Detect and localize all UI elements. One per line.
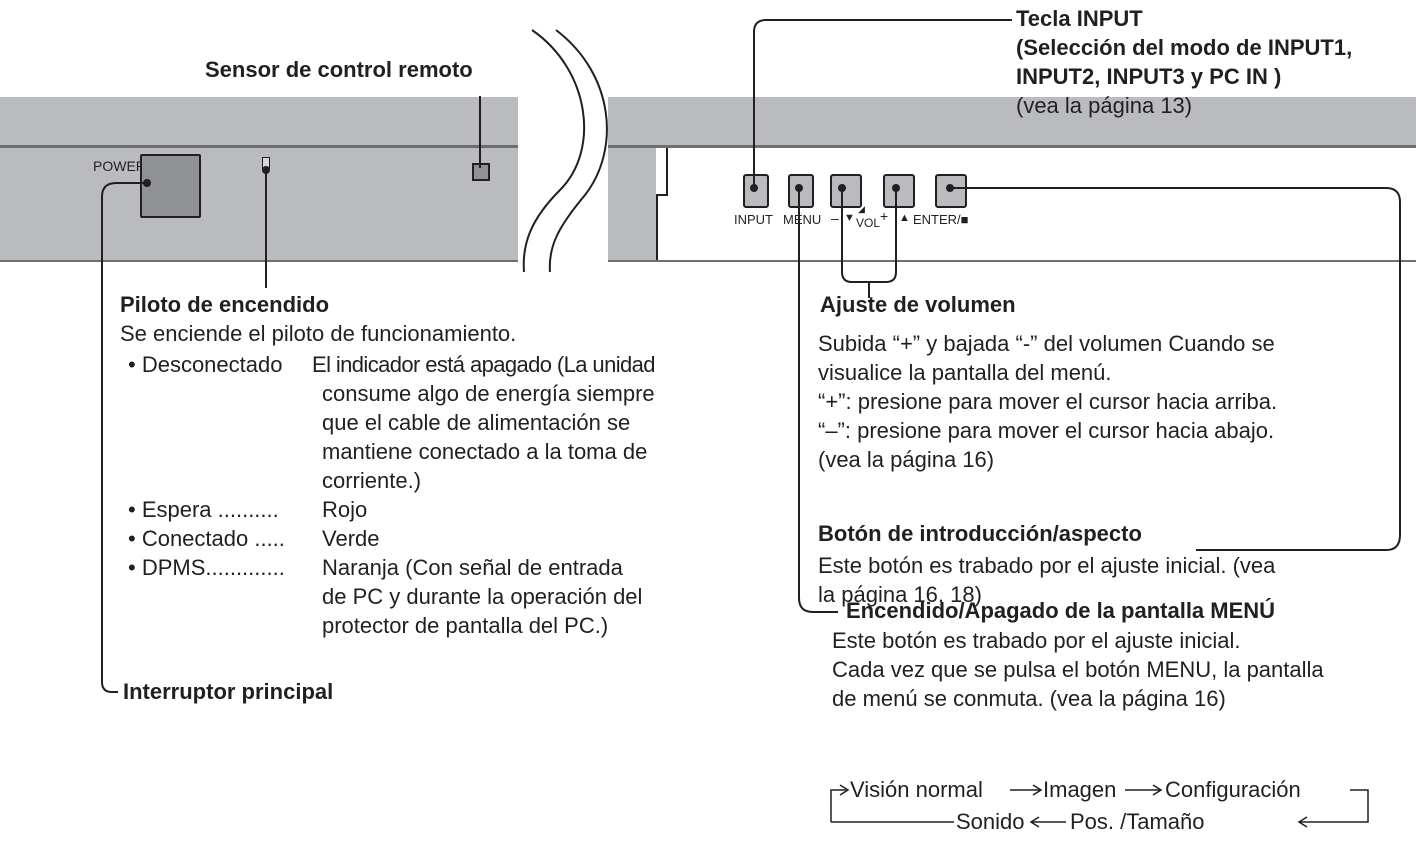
- menu-screen-line-1: Este botón es trabado por el ajuste inic…: [832, 628, 1241, 653]
- volume-line-4: “–”: presione para mover el cursor hacia…: [818, 418, 1275, 443]
- volume-down-arrow-icon: ▼: [844, 212, 855, 224]
- volume-down-button[interactable]: [830, 174, 862, 208]
- input-key-ref: (vea la página 13): [1016, 93, 1193, 118]
- menu-screen-line-3: de menú se conmuta. (vea la página 16): [832, 686, 1226, 711]
- volume-label: VOL: [856, 216, 881, 230]
- input-key-subtitle-2: INPUT2, INPUT3 y PC IN ): [1016, 64, 1282, 89]
- panel-top-strip: [0, 97, 1416, 145]
- status-key-off: • Desconectado: [128, 352, 283, 377]
- status-value-off-2: consume algo de energía siempre: [322, 381, 655, 406]
- menu-cycle-sound: Sonido: [956, 809, 1025, 834]
- status-key-on: • Conectado .....: [128, 526, 285, 551]
- control-bay: [656, 148, 1416, 260]
- volume-title: Ajuste de volumen: [820, 292, 1016, 317]
- enter-aspect-title: Botón de introducción/aspecto: [818, 521, 1142, 546]
- status-key-dpms: • DPMS.............: [128, 555, 285, 580]
- power-indicator-intro: Se enciende el piloto de funcionamiento.: [120, 321, 517, 346]
- cable-right-curve: [548, 29, 608, 273]
- remote-sensor-callout: Sensor de control remoto: [205, 57, 473, 82]
- status-value-dpms-1: Naranja (Con señal de entrada: [322, 555, 623, 580]
- volume-ramp-icon: ◢: [858, 204, 865, 214]
- power-label: POWER: [93, 158, 146, 174]
- menu-button-label: MENU: [783, 212, 822, 227]
- volume-up-button[interactable]: [883, 174, 915, 208]
- menu-screen-line-2: Cada vez que se pulsa el botón MENU, la …: [832, 657, 1324, 682]
- status-value-on: Verde: [322, 526, 380, 551]
- status-value-off-5: corriente.): [322, 468, 422, 493]
- status-value-dpms-3: protector de pantalla del PC.): [322, 613, 609, 638]
- menu-cycle-pos-size: Pos. /Tamaño: [1070, 809, 1205, 834]
- status-key-standby: • Espera ..........: [128, 497, 279, 522]
- panel-divider: [0, 145, 1416, 148]
- menu-screen-title: Encendido/Apagado de la pantalla MENÚ: [846, 598, 1276, 623]
- status-value-off-1: El indicador está apagado (La unidad: [312, 352, 656, 377]
- volume-line-1: Subida “+” y bajada “-” del volumen Cuan…: [818, 331, 1275, 356]
- main-switch-title: Interruptor principal: [123, 679, 334, 704]
- menu-cycle-setup: Configuración: [1165, 777, 1301, 802]
- status-value-off-4: mantiene conectado a la toma de: [322, 439, 648, 464]
- cable-gap: [518, 30, 608, 275]
- status-value-off-3: que el cable de alimentación se: [322, 410, 631, 435]
- status-value-standby: Rojo: [322, 497, 368, 522]
- input-button-label: INPUT: [734, 212, 773, 227]
- volume-line-3: “+”: presione para mover el cursor hacia…: [818, 389, 1278, 414]
- menu-cycle-image: Imagen: [1043, 777, 1117, 802]
- input-key-subtitle-1: (Selección del modo de INPUT1,: [1016, 35, 1353, 60]
- power-button[interactable]: [140, 154, 201, 218]
- input-key-title: Tecla INPUT: [1016, 6, 1143, 31]
- enter-aspect-line-1: Este botón es trabado por el ajuste inic…: [818, 553, 1276, 578]
- volume-line-2: visualice la pantalla del menú.: [818, 360, 1112, 385]
- volume-plus-label: +: [880, 208, 889, 224]
- volume-minus-label: –: [831, 210, 839, 226]
- control-bay-notch: [656, 148, 668, 196]
- enter-aspect-line-2: la página 16, 18): [818, 582, 982, 607]
- volume-up-arrow-icon: ▲: [899, 212, 910, 224]
- cable-left-curve: [522, 29, 586, 273]
- menu-cycle-normal: Visión normal: [850, 777, 983, 802]
- enter-button-label: ENTER/■: [913, 212, 969, 227]
- status-value-dpms-2: de PC y durante la operación del: [322, 584, 643, 609]
- power-indicator-title: Piloto de encendido: [120, 292, 330, 317]
- volume-line-5: (vea la página 16): [818, 447, 995, 472]
